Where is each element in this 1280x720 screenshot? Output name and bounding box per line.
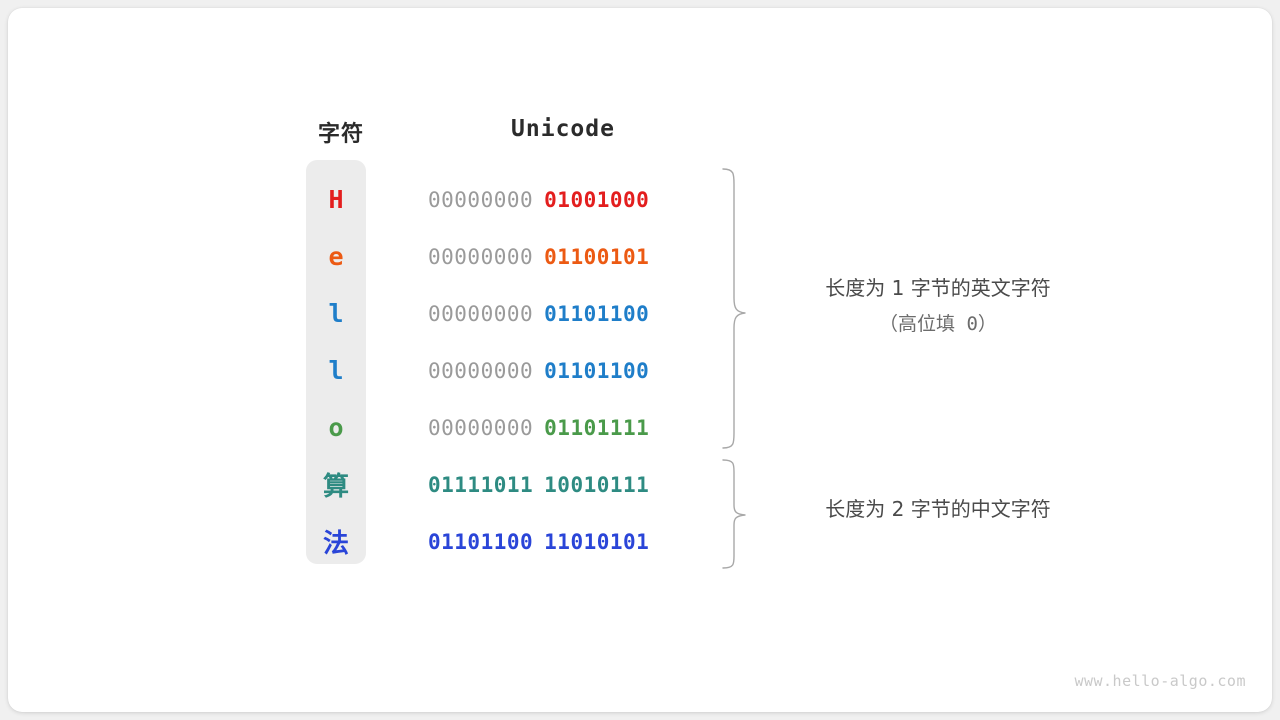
group-braces <box>722 168 746 569</box>
character-glyph: l <box>328 356 344 385</box>
column-header-character: 字符 <box>317 121 364 146</box>
unicode-high-byte: 00000000 <box>428 358 534 383</box>
unicode-bits: 01101100 11010101 <box>428 513 706 570</box>
unicode-low-byte: 01101111 <box>544 415 650 440</box>
unicode-low-byte: 11010101 <box>544 529 650 554</box>
unicode-high-byte: 00000000 <box>428 415 534 440</box>
encoding-row: 算 01111011 10010111 <box>8 456 1272 513</box>
character-glyph: H <box>328 185 344 214</box>
unicode-high-byte: 00000000 <box>428 187 534 212</box>
unicode-low-byte: 10010111 <box>544 472 650 497</box>
encoding-row: o 00000000 01101111 <box>8 399 1272 456</box>
character-glyph: e <box>328 242 344 271</box>
annotation-one-byte-line1: 长度为 1 字节的英文字符 <box>825 276 1051 300</box>
character-glyph: 法 <box>322 529 349 559</box>
annotation-two-byte: 长度为 2 字节的中文字符 <box>768 494 1108 524</box>
watermark: www.hello-algo.com <box>1074 672 1246 690</box>
column-header-unicode: Unicode <box>511 116 615 142</box>
unicode-low-byte: 01001000 <box>544 187 650 212</box>
encoding-row: H 00000000 01001000 <box>8 171 1272 228</box>
unicode-low-byte: 01100101 <box>544 244 650 269</box>
unicode-bits: 00000000 01001000 <box>428 171 706 228</box>
unicode-bits: 01111011 10010111 <box>428 456 706 513</box>
encoding-row: 法 01101100 11010101 <box>8 513 1272 570</box>
unicode-bits: 00000000 01100101 <box>428 228 706 285</box>
unicode-high-byte: 00000000 <box>428 301 534 326</box>
encoding-row: l 00000000 01101100 <box>8 342 1272 399</box>
unicode-bits: 00000000 01101100 <box>428 342 706 399</box>
figure-card: 字符 Unicode H 00000000 01001000 e 00000000 011… <box>8 8 1272 712</box>
unicode-high-byte: 01101100 <box>428 529 534 554</box>
encoding-row: l 00000000 01101100 <box>8 285 1272 342</box>
unicode-low-byte: 01101100 <box>544 358 650 383</box>
character-column-background <box>306 160 366 564</box>
unicode-bits: 00000000 01101111 <box>428 399 706 456</box>
annotation-one-byte: 长度为 1 字节的英文字符 （高位填 0） <box>768 270 1108 342</box>
annotation-two-byte-line1: 长度为 2 字节的中文字符 <box>825 497 1051 521</box>
unicode-low-byte: 01101100 <box>544 301 650 326</box>
unicode-high-byte: 00000000 <box>428 244 534 269</box>
unicode-bits: 00000000 01101100 <box>428 285 706 342</box>
character-glyph: o <box>328 413 344 442</box>
encoding-row: e 00000000 01100101 <box>8 228 1272 285</box>
character-glyph: 算 <box>322 472 349 502</box>
unicode-high-byte: 01111011 <box>428 472 534 497</box>
unicode-encoding-figure: 字符 Unicode H 00000000 01001000 e 00000000 011… <box>8 8 1272 712</box>
character-glyph: l <box>328 299 344 328</box>
annotation-one-byte-line2: （高位填 0） <box>879 313 997 335</box>
